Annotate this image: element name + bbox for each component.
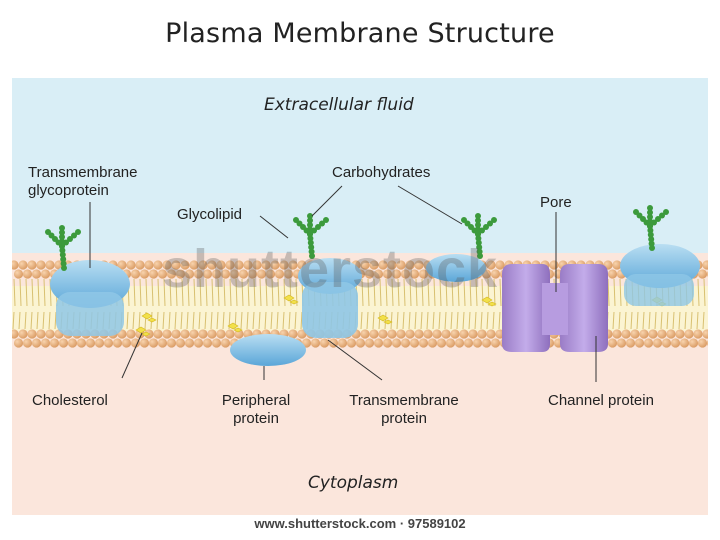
label-transmembrane-protein: Transmembrane protein [334, 392, 474, 428]
extracellular-region [12, 78, 708, 263]
label-line: Peripheral [221, 392, 291, 409]
label-cholesterol: Cholesterol [32, 392, 108, 409]
label-glycolipid: Glycolipid [177, 206, 243, 223]
middle-glycoprotein [426, 254, 486, 282]
label-channel-protein: Channel protein [548, 392, 654, 409]
right-glycoprotein [620, 244, 700, 306]
watermark: shutterstock [162, 239, 499, 299]
label-line: Transmembrane [28, 164, 138, 181]
peripheral-protein [230, 334, 306, 366]
label-carbohydrates: Carbohydrates [332, 164, 431, 181]
label-line: Transmembrane [349, 392, 459, 409]
extracellular-label: Extracellular fluid [264, 95, 414, 115]
footer-credit: www.shutterstock.com · 97589102 [254, 516, 466, 531]
membrane-svg [12, 78, 708, 515]
leader-lines [89, 185, 597, 382]
label-transmembrane-glycoprotein: Transmembrane glycoprotein [28, 164, 137, 200]
label-pore: Pore [540, 194, 572, 211]
label-line: protein [381, 410, 427, 427]
carbohydrate-chains [45, 205, 669, 271]
label-peripheral-protein: Peripheral protein [208, 392, 304, 428]
transmembrane-glycoprotein [50, 260, 130, 336]
diagram-title: Plasma Membrane Structure [165, 18, 555, 49]
membrane-diagram: Extracellular fluid Cytoplasm Transmembr… [12, 78, 708, 515]
transmembrane-protein [298, 258, 362, 338]
cytoplasm-label: Cytoplasm [308, 473, 399, 493]
label-line: glycoprotein [28, 182, 109, 199]
label-line: protein [233, 410, 279, 427]
channel-protein [502, 264, 608, 352]
